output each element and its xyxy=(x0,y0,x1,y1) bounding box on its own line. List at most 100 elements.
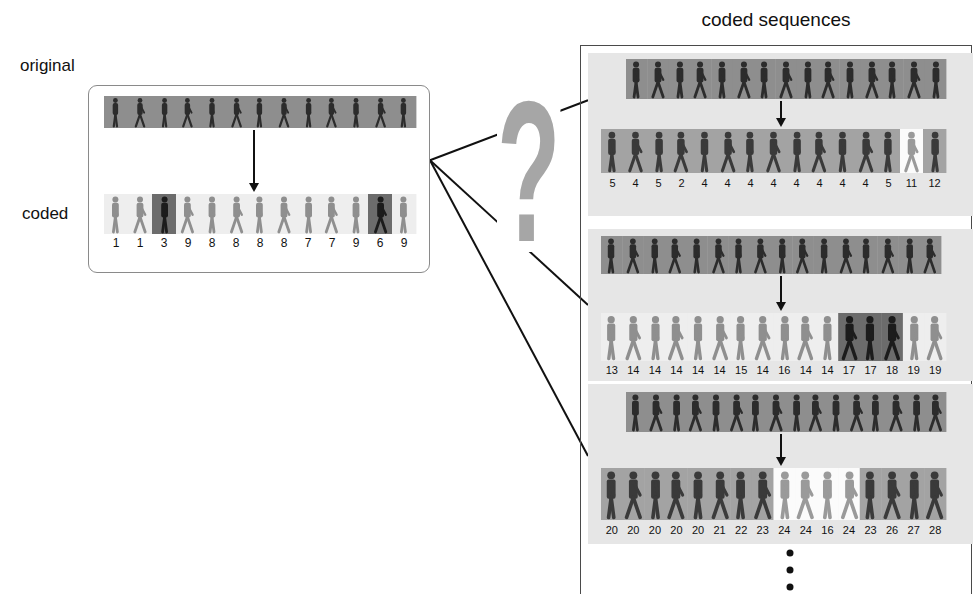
walker-leg xyxy=(914,340,916,358)
walker-arm xyxy=(755,403,757,413)
walker-head xyxy=(863,132,870,139)
walker-frame xyxy=(711,59,733,99)
frame-ground xyxy=(706,392,726,432)
walker-frame xyxy=(320,194,344,234)
walker-body xyxy=(761,68,768,83)
walker-head xyxy=(799,238,805,244)
frame-ground xyxy=(846,392,866,432)
walker-head xyxy=(162,197,168,203)
walker-head xyxy=(869,62,875,68)
walker-frame xyxy=(601,313,623,361)
walker-leg xyxy=(910,258,912,272)
walker-leg xyxy=(731,415,736,430)
walker-body xyxy=(866,324,874,342)
walker-leg xyxy=(705,154,707,171)
walker-leg xyxy=(259,114,261,126)
walker-frame xyxy=(709,468,731,520)
walker-leg xyxy=(700,82,705,97)
walker-head xyxy=(630,238,636,244)
walker-frame xyxy=(601,468,623,520)
walker-head xyxy=(329,98,334,103)
walker-leg xyxy=(892,498,899,518)
walker-leg xyxy=(785,340,787,358)
walker-leg xyxy=(797,415,799,430)
walker-leg xyxy=(611,340,613,358)
walker-head xyxy=(833,395,839,401)
walker-head xyxy=(759,316,766,323)
code-number: 1 xyxy=(137,237,144,250)
frame-ground xyxy=(601,236,623,274)
walker-leg xyxy=(802,258,807,272)
walker-frame xyxy=(856,236,878,274)
walker-leg xyxy=(695,82,700,97)
walker-leg xyxy=(850,498,857,518)
frame-ground xyxy=(152,96,176,128)
frame-ground xyxy=(866,392,886,432)
walker-leg xyxy=(627,340,633,358)
walker-leg xyxy=(327,114,331,126)
walker-body xyxy=(780,479,789,498)
walker-frame xyxy=(786,392,806,432)
walker-frame xyxy=(626,59,648,99)
frame-ground xyxy=(644,468,666,520)
frame-ground xyxy=(808,129,831,173)
code-number: 4 xyxy=(862,177,868,189)
frame-ground xyxy=(392,96,416,128)
walker-leg xyxy=(670,258,675,272)
code-number: 18 xyxy=(886,364,898,376)
walker-arm xyxy=(212,105,214,113)
coding-arrowhead xyxy=(776,118,786,127)
code-number: 16 xyxy=(778,364,790,376)
walker-frame xyxy=(817,468,839,520)
walker-leg xyxy=(356,114,358,126)
walker-frame xyxy=(766,392,786,432)
frame-ground xyxy=(623,468,645,520)
walker-arm xyxy=(659,141,661,152)
walker-leg xyxy=(843,498,850,518)
walker-frame xyxy=(687,313,709,361)
walker-frame xyxy=(669,59,691,99)
walker-leg xyxy=(165,217,167,232)
frame-ground xyxy=(693,129,716,173)
code-number: 16 xyxy=(821,524,833,536)
walker-strips xyxy=(588,229,973,381)
walker-arm xyxy=(612,141,614,152)
walker-leg xyxy=(935,498,942,518)
walker-frame xyxy=(152,96,176,128)
walker-body xyxy=(632,401,639,416)
walker-frame xyxy=(752,313,774,361)
walker-frame xyxy=(392,194,416,234)
walker-leg xyxy=(697,258,699,272)
frame-ground xyxy=(838,468,860,520)
walker-leg xyxy=(232,114,236,126)
walker-leg xyxy=(375,217,380,232)
code-number: 12 xyxy=(928,177,940,189)
walker-arm xyxy=(675,246,680,256)
walker-arm xyxy=(115,105,117,113)
walker-head xyxy=(137,197,143,203)
walker-leg xyxy=(284,217,289,232)
frame-ground xyxy=(200,96,224,128)
walker-frame xyxy=(838,313,860,361)
frame-ground xyxy=(854,129,877,173)
walker-arm xyxy=(656,482,659,495)
walker-frame xyxy=(730,468,752,520)
walker-body xyxy=(305,203,312,218)
walker-body xyxy=(910,479,919,498)
walker-body xyxy=(655,139,662,155)
walker-body xyxy=(793,139,800,155)
walker-leg xyxy=(776,415,781,430)
walker-body xyxy=(608,244,614,258)
walker-leg xyxy=(183,114,187,126)
code-number: 8 xyxy=(281,237,288,250)
frame-ground xyxy=(104,194,128,234)
walker-head xyxy=(758,238,764,244)
walker-head xyxy=(734,395,740,401)
walker-head xyxy=(866,471,874,479)
walker-arm xyxy=(741,326,743,338)
walker-head xyxy=(781,316,788,323)
walker-leg xyxy=(636,154,642,171)
walker-leg xyxy=(836,415,838,430)
frame-ground xyxy=(730,468,752,520)
frame-ground xyxy=(272,96,296,128)
